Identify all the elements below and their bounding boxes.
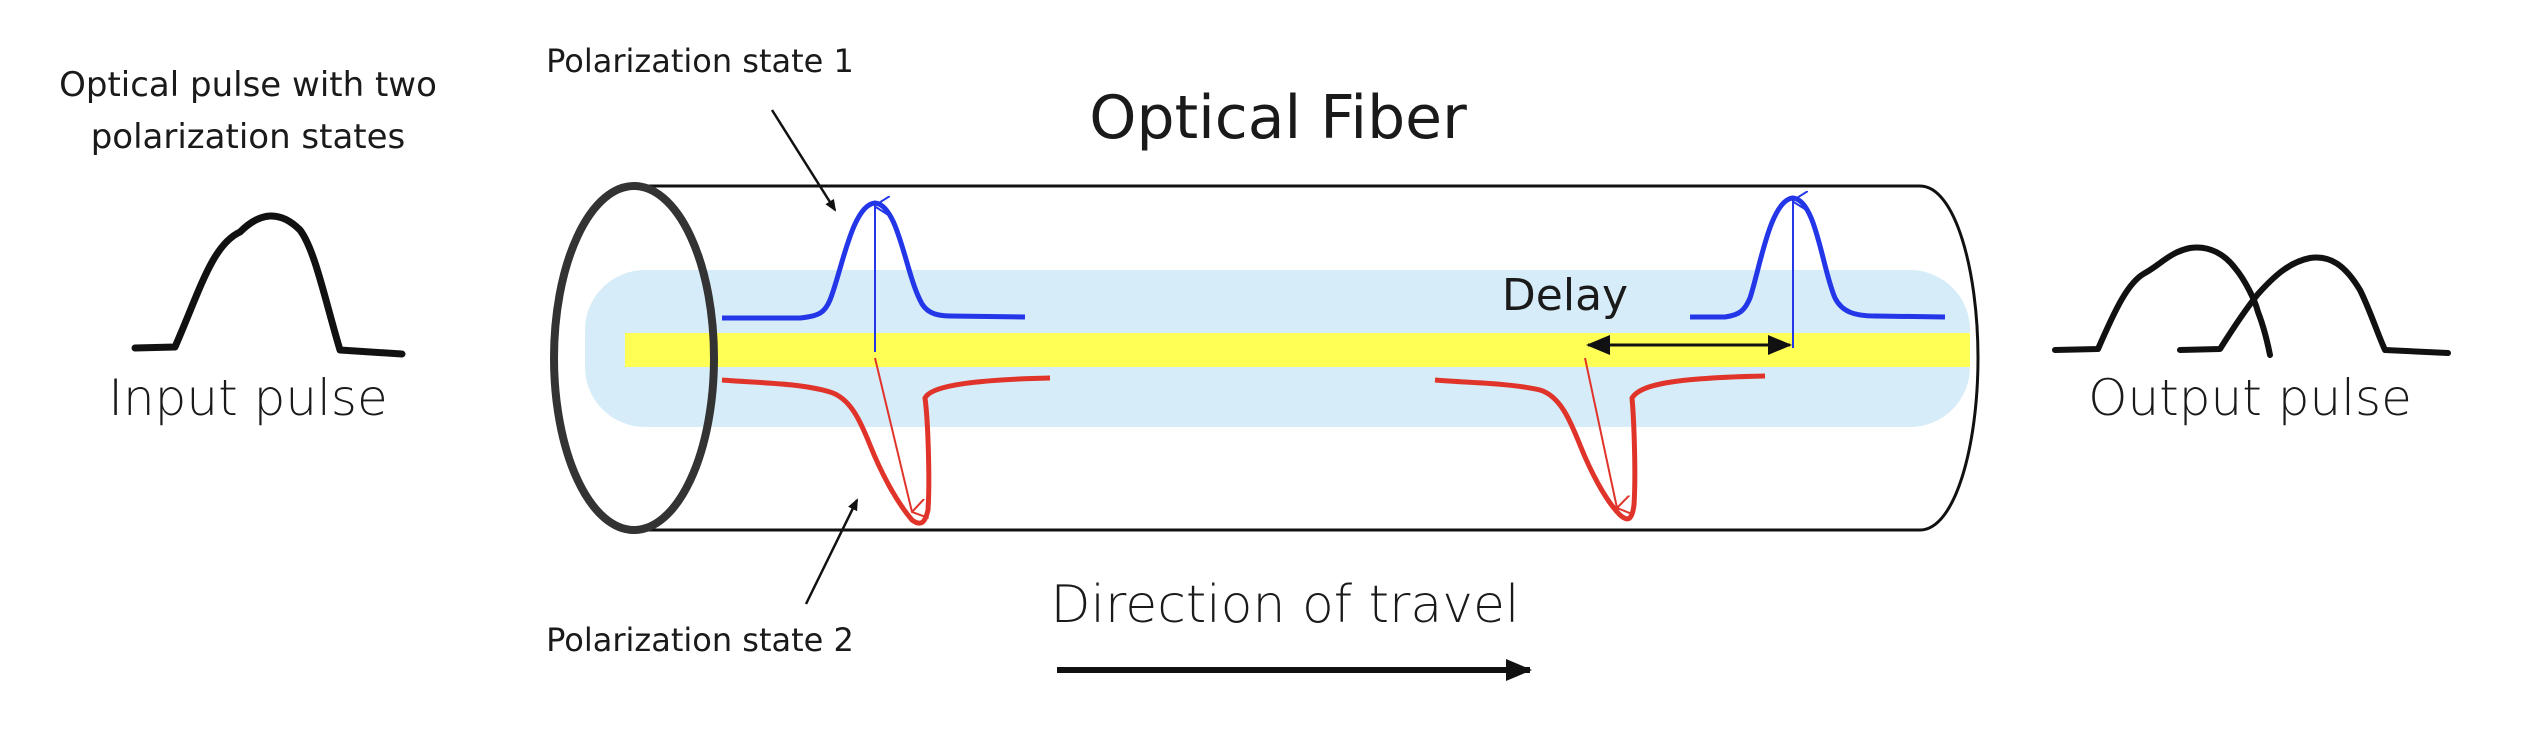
polarization-state-2-label: Polarization state 2 [546,621,854,659]
optical-fiber [550,182,1980,534]
state-2-vector-right [1584,357,1617,508]
state-1-pointer-arrow [770,109,837,212]
state-2-pulse-left [721,375,1051,526]
fiber-core [625,333,1970,367]
fiber-tube-outline [634,184,1980,532]
input-title-line1: Optical pulse with two [59,65,437,105]
double-overlapping-pulse-icon [2052,244,2273,358]
output-pulse-second [2177,254,2451,356]
input-pulse-label: Input pulse [108,369,388,427]
direction-label: Direction of travel [1051,575,1520,635]
delay-label: Delay [1502,270,1628,321]
state-2-vector-left [874,357,912,512]
output-pulse-label: Output pulse [2088,369,2412,427]
left-pulse-pair [721,203,1051,526]
fiber-title: Optical Fiber [1089,83,1467,153]
polarization-state-1-label: Polarization state 1 [546,42,854,80]
state-2-pointer-arrow [804,498,859,605]
input-title-line2: polarization states [91,117,406,157]
fiber-entrance-face [550,182,718,534]
right-pulse-pair [1434,198,1946,522]
single-gaussian-pulse-icon [131,212,406,358]
